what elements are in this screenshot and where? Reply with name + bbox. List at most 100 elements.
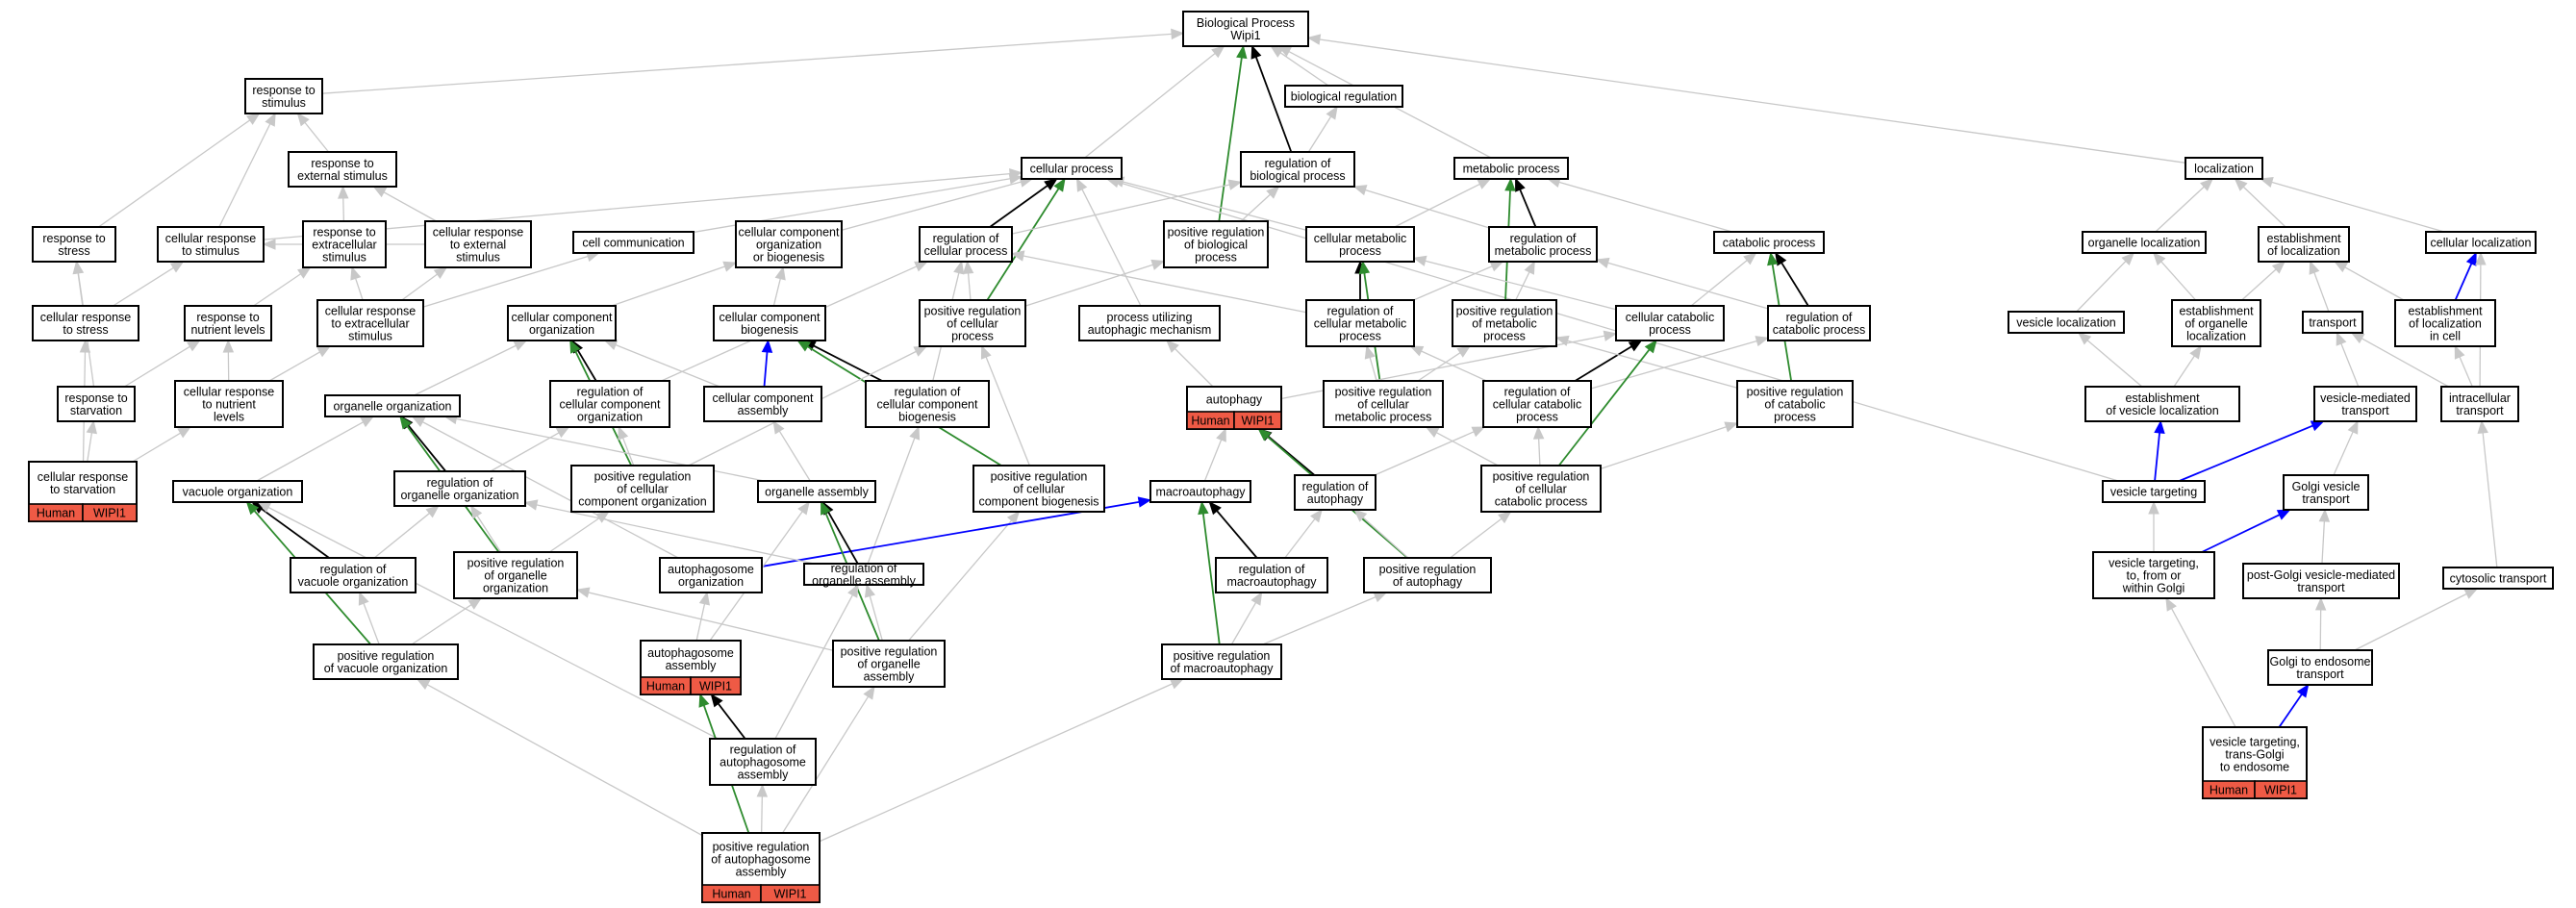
go-term-bioreg[interactable]: biological regulation [1284, 85, 1403, 108]
go-term-cellcomm[interactable]: cell communication [572, 231, 695, 254]
term-label-line: regulation of [1265, 157, 1331, 170]
term-label-line: autophagic mechanism [1088, 323, 1212, 337]
go-term-metab[interactable]: metabolic process [1453, 157, 1569, 180]
go-term-catab[interactable]: catabolic process [1713, 231, 1825, 254]
edge-part-of [761, 339, 773, 388]
go-term-macroauto[interactable]: macroautophagy [1149, 480, 1251, 503]
term-box [393, 470, 526, 507]
term-label-line: biological regulation [1291, 90, 1398, 104]
go-term-vesloc[interactable]: vesicle localization [2008, 311, 2125, 334]
go-term-cellloc[interactable]: cellular localization [2425, 231, 2537, 254]
term-label-line: response to [313, 226, 375, 240]
go-term-orgloc[interactable]: organelle localization [2082, 231, 2207, 254]
term-box [507, 305, 617, 341]
term-label-line: response to [252, 84, 315, 97]
go-term-vestarg[interactable]: vesicle targeting [2102, 480, 2206, 503]
term-label-line: vesicle targeting, [2109, 557, 2199, 570]
go-term-orgorg[interactable]: organelle organization [324, 394, 461, 417]
go-term-orgasm[interactable]: organelle assembly [757, 480, 876, 503]
term-label-line: cellular component [877, 398, 978, 412]
edge-is-a [222, 339, 235, 382]
go-term-cytotrans[interactable]: cytosolic transport [2442, 567, 2554, 590]
go-term-local[interactable]: localization [2185, 157, 2263, 180]
term-box [2313, 386, 2417, 422]
go-term-cellproc[interactable]: cellular process [1021, 157, 1123, 180]
annotation-tag: WIPI1 [699, 680, 732, 694]
go-term-vacorg[interactable]: vacuole organization [172, 480, 303, 503]
edge-is-a [401, 266, 448, 301]
go-term-transport[interactable]: transport [2302, 311, 2363, 334]
term-label-line: cytosolic transport [2450, 572, 2547, 586]
term-label-line: regulation of [1504, 386, 1571, 399]
term-label-line: cellular response [325, 305, 417, 318]
term-box [2092, 551, 2215, 599]
term-box [302, 220, 387, 268]
term-box [2102, 480, 2206, 503]
term-label-line: component biogenesis [978, 495, 1099, 509]
edge-is-a [1284, 508, 1323, 559]
